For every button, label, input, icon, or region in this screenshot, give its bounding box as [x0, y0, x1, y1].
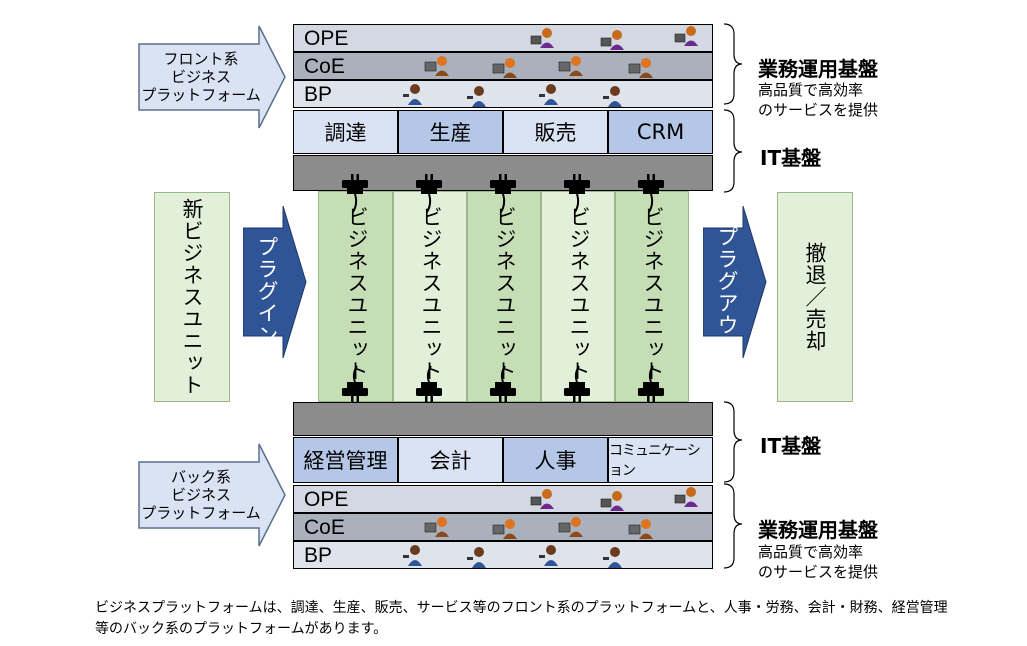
function-production: 生産: [398, 110, 503, 154]
top-ope-label: OPE: [304, 26, 349, 50]
function-label: 販売: [534, 121, 577, 145]
function-label: 生産: [429, 121, 472, 145]
bottom-ope-label: OPE: [304, 487, 349, 511]
bottom-it-title: IT基盤: [760, 434, 822, 458]
brace-icon: [723, 401, 743, 483]
plugout-arrow: プラグアウト: [702, 205, 767, 359]
coe-person-icon: [492, 518, 518, 540]
top-operations-sub1: 高品質で高効率: [758, 81, 864, 99]
plugout-arrow-shape: [702, 205, 767, 359]
top-ope-band: OPE: [293, 24, 713, 52]
bp-person-icon: [467, 547, 486, 568]
function-procurement: 調達: [293, 110, 398, 154]
new-business-unit-label: 新ビジネスユニット: [180, 198, 204, 396]
function-label: CRM: [636, 120, 685, 144]
plugin-arrow: プラグイン: [242, 205, 307, 359]
top-operations-sub2: のサービスを提供: [758, 101, 879, 119]
bottom-operations-sub1: 高品質で高効率: [758, 543, 864, 561]
business-unit-label: ビジネスユニット: [493, 206, 517, 382]
exit-box: 撤退／売却: [777, 192, 853, 402]
top-bp-band: BP: [293, 80, 713, 108]
function-label: 経営管理: [303, 449, 388, 473]
function-hr: 人事: [503, 437, 608, 483]
business-unit-3: [467, 191, 541, 402]
operator-person-icon: [600, 490, 625, 512]
bottom-ope-band: OPE: [293, 485, 713, 513]
back-arrow-label: バック系 ビジネス プラットフォーム: [141, 468, 261, 522]
business-unit-label: ビジネスユニット: [641, 206, 665, 382]
top-bp-label: BP: [304, 82, 333, 106]
bottom-coe-label: CoE: [304, 515, 345, 539]
back-arrow-shape: [138, 443, 286, 547]
bp-person-icon: [403, 545, 422, 566]
caption-line-1: ビジネスプラットフォームは、調達、生産、販売、サービス等のフロント系のプラットフ…: [95, 600, 948, 616]
bp-person-icon: [403, 84, 422, 105]
business-unit-label: ビジネスユニット: [419, 206, 443, 382]
function-crm: CRM: [608, 110, 713, 154]
function-accounting: 会計: [398, 437, 503, 483]
bp-person-icon: [467, 86, 486, 107]
new-business-unit-box: 新ビジネスユニット: [154, 192, 230, 402]
front-arrow-shape: [138, 25, 286, 129]
operator-person-icon: [674, 25, 699, 47]
coe-person-icon: [628, 518, 654, 540]
function-management: 経営管理: [293, 437, 398, 483]
right-braces: [723, 23, 743, 569]
operator-person-icon: [530, 27, 555, 49]
function-communication: コミュニケーション: [608, 437, 713, 483]
coe-person-icon: [558, 55, 584, 77]
front-arrow-label: フロント系 ビジネス プラットフォーム: [141, 50, 261, 104]
bottom-it-platform-bar: [293, 402, 713, 436]
back-platform-arrow: バック系 ビジネス プラットフォーム: [137, 442, 287, 548]
brace-icon: [723, 109, 743, 193]
coe-person-icon: [424, 55, 450, 77]
top-operations-title: 業務運用基盤: [758, 57, 878, 81]
top-it-title: IT基盤: [760, 146, 822, 170]
operator-person-icon: [600, 29, 625, 51]
function-label: 人事: [534, 449, 577, 473]
top-coe-label: CoE: [304, 54, 345, 78]
coe-person-icon: [558, 516, 584, 538]
bottom-operations-title: 業務運用基盤: [758, 518, 878, 542]
bp-person-icon: [539, 545, 558, 566]
operator-person-icon: [530, 488, 555, 510]
bottom-operations-sub2: のサービスを提供: [758, 563, 879, 581]
function-label: 調達: [324, 121, 367, 145]
function-label: コミュニケーション: [609, 443, 701, 479]
business-unit-label: ビジネスユニット: [567, 206, 591, 382]
person-icons: [403, 25, 699, 568]
bottom-bp-label: BP: [304, 543, 333, 567]
coe-person-icon: [424, 516, 450, 538]
bp-person-icon: [539, 84, 558, 105]
bp-person-icon: [603, 86, 622, 107]
plugin-arrow-shape: [242, 205, 307, 359]
plugin-label: プラグイン: [255, 236, 279, 346]
exit-label: 撤退／売却: [803, 242, 827, 352]
brace-icon: [723, 483, 743, 569]
plugout-label: プラグアウト: [715, 226, 739, 358]
function-label: 会計: [429, 449, 472, 473]
coe-person-icon: [628, 57, 654, 79]
bottom-bp-band: BP: [293, 541, 713, 569]
bp-person-icon: [603, 547, 622, 568]
operator-person-icon: [674, 486, 699, 508]
caption-line-2: 等のバック系のプラットフォームがあります。: [95, 621, 388, 637]
front-platform-arrow: フロント系 ビジネス プラットフォーム: [137, 24, 287, 130]
coe-person-icon: [492, 57, 518, 79]
brace-icon: [723, 23, 743, 105]
function-sales: 販売: [503, 110, 608, 154]
business-unit-label: ビジネスユニット: [345, 206, 369, 382]
